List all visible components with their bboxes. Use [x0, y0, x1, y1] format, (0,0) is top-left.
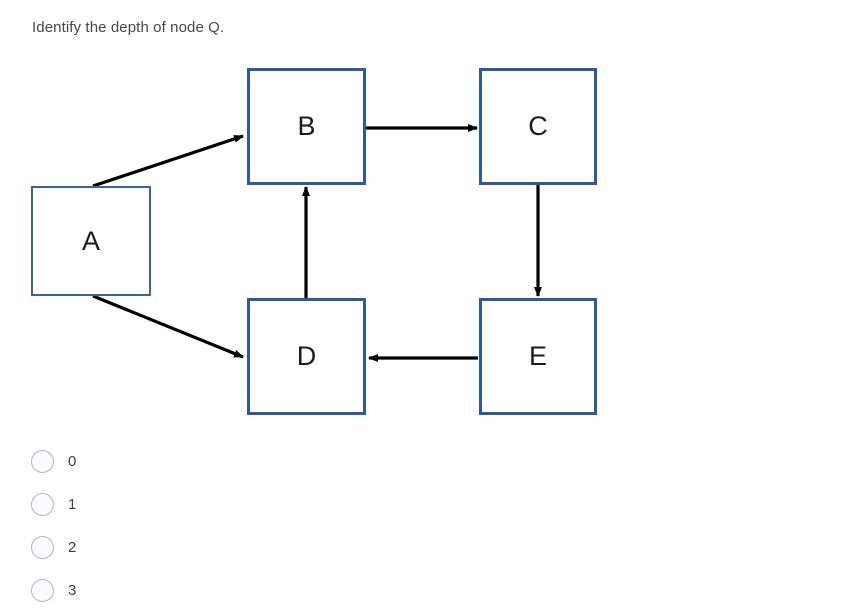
- radio-icon-3[interactable]: [31, 579, 54, 602]
- graph-node-c: C: [479, 68, 597, 185]
- edge-a-to-b: [92, 134, 244, 188]
- graph-node-b-label: B: [297, 111, 316, 141]
- graph-diagram: A B C D E: [31, 68, 597, 415]
- radio-icon-2[interactable]: [31, 536, 54, 559]
- radio-icon-1[interactable]: [31, 493, 54, 516]
- answer-option-3[interactable]: 3: [31, 569, 331, 612]
- answer-option-2-label: 2: [68, 539, 77, 556]
- answer-option-2[interactable]: 2: [31, 526, 331, 569]
- graph-node-a: A: [31, 186, 151, 296]
- graph-edges: [92, 124, 542, 362]
- question-text: Identify the depth of node Q.: [32, 19, 225, 36]
- edge-a-to-d: [92, 294, 244, 359]
- answer-option-0-label: 0: [68, 453, 77, 470]
- answer-option-0[interactable]: 0: [31, 440, 331, 483]
- answer-option-3-label: 3: [68, 582, 77, 599]
- answer-options-group: 0 1 2 3: [31, 440, 331, 612]
- answer-option-1-label: 1: [68, 496, 77, 513]
- graph-node-b: B: [247, 68, 366, 185]
- answer-option-1[interactable]: 1: [31, 483, 331, 526]
- graph-node-a-label: A: [81, 225, 100, 256]
- graph-node-e: E: [479, 298, 597, 415]
- graph-node-d: D: [247, 298, 366, 415]
- graph-node-c-label: C: [528, 111, 548, 141]
- graph-node-d-label: D: [296, 341, 317, 371]
- graph-node-e-label: E: [528, 341, 547, 371]
- radio-icon-0[interactable]: [31, 450, 54, 473]
